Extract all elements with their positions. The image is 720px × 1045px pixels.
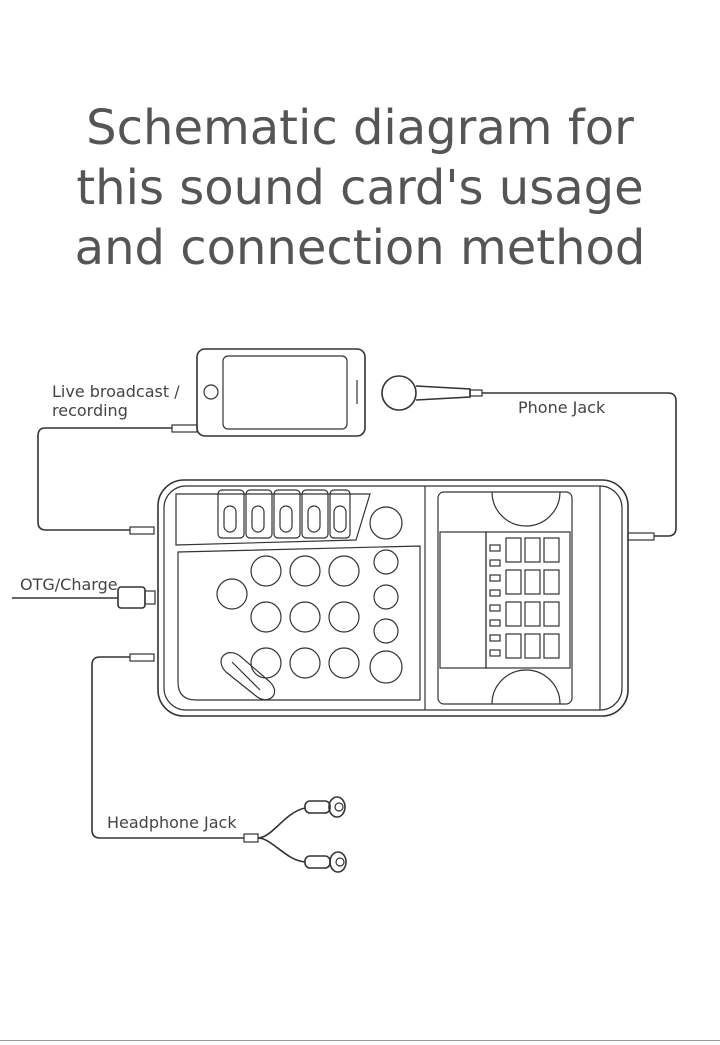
earphones-icon [304,796,347,873]
title-line-3: and connection method [74,220,646,276]
label-phone-jack: Phone Jack [518,398,606,417]
label-live-broadcast-line1: Live broadcast / [52,382,180,401]
smartphone-icon [196,348,366,437]
label-otg-charge: OTG/Charge [20,575,118,594]
phone-cable [37,424,198,535]
label-live-broadcast-line2: recording [52,401,128,420]
bottom-divider [0,1040,720,1041]
label-headphone-jack: Headphone Jack [107,813,237,832]
title-line-2: this sound card's usage [76,160,644,216]
headphone-cable [91,653,306,863]
sound-card-icon [157,479,629,717]
usb-plug-icon [12,586,156,609]
title-line-1: Schematic diagram for [86,100,634,156]
microphone-icon [381,375,483,411]
page-title: Schematic diagram for this sound card's … [0,98,720,278]
